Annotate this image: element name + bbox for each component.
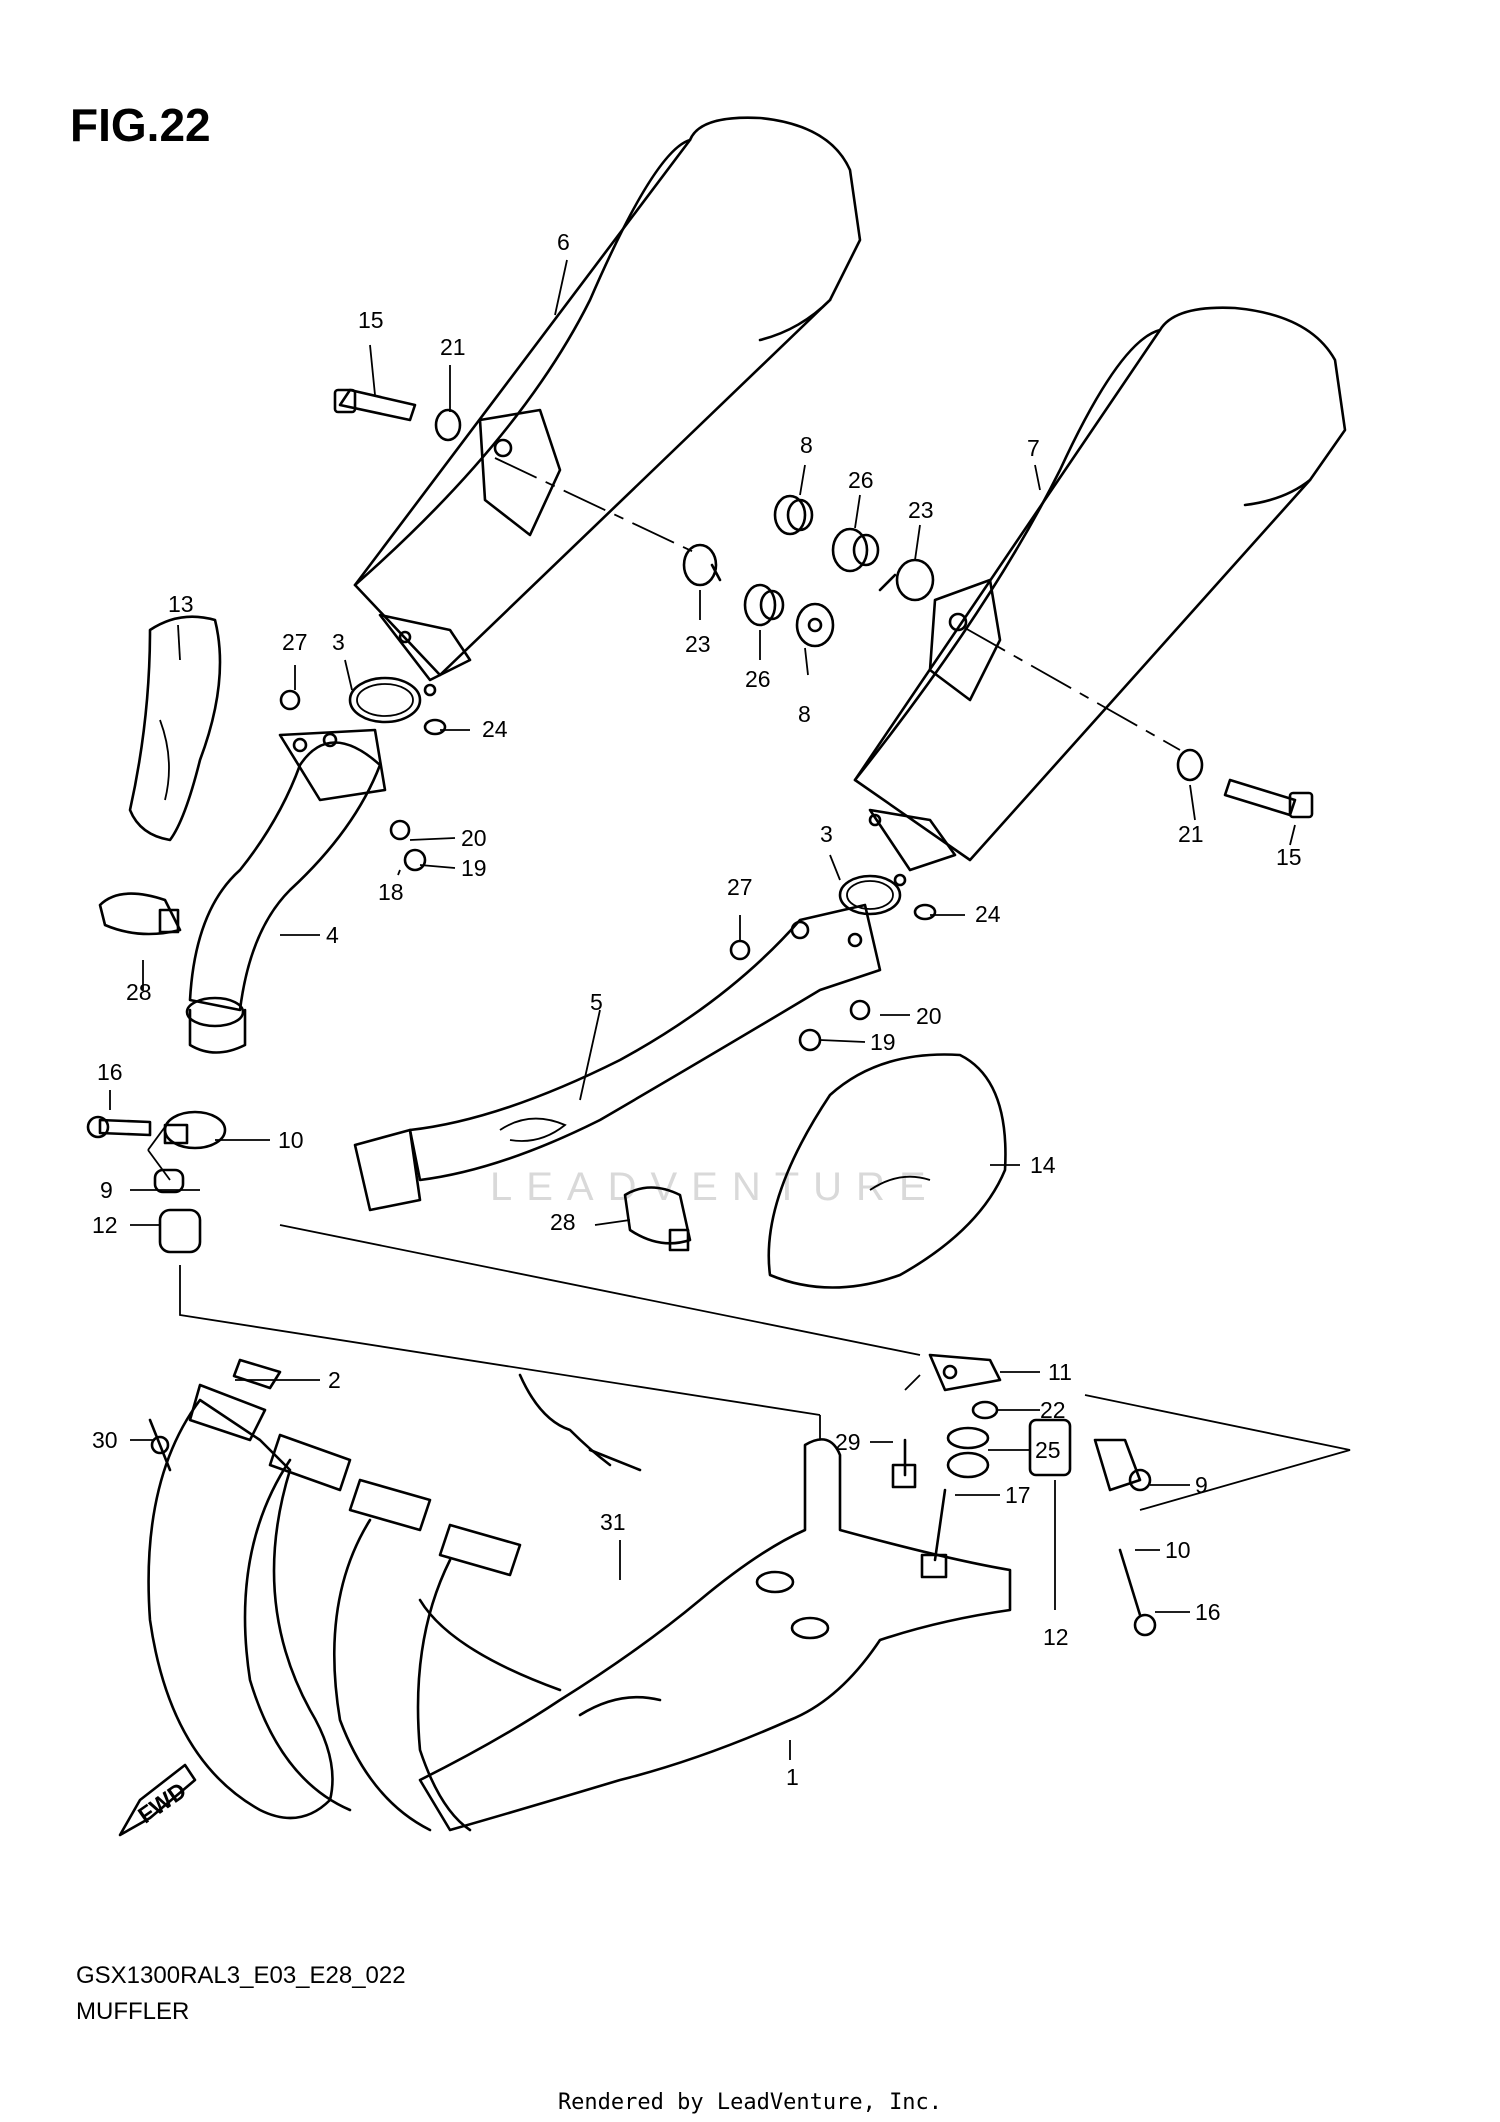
callout-3b: 3: [820, 821, 833, 847]
callout-9a: 9: [100, 1177, 113, 1203]
clamps-and-bushings: [86, 892, 1157, 1637]
muffler-left: [353, 116, 862, 697]
callout-8a: 8: [800, 432, 813, 458]
reference-lines: [147, 457, 1351, 1511]
callout-19b: 19: [870, 1029, 896, 1055]
heat-shields: [128, 615, 1007, 1289]
callout-11: 11: [1048, 1359, 1072, 1385]
fwd-arrow-text: FWD: [133, 1777, 191, 1828]
callout-10b: 10: [1165, 1537, 1191, 1563]
diagram-code: GSX1300RAL3_E03_E28_022: [76, 1962, 406, 1989]
callout-24b: 24: [975, 901, 1001, 927]
callout-7: 7: [1027, 435, 1040, 461]
callout-25: 25: [1035, 1437, 1061, 1463]
callout-30: 30: [92, 1427, 118, 1453]
callout-17: 17: [1005, 1482, 1031, 1508]
rendered-by-footer: Rendered by LeadVenture, Inc.: [557, 2090, 943, 2115]
exhaust-header-assembly: [147, 1358, 1012, 1832]
callout-27b: 27: [727, 874, 753, 900]
gaskets: [348, 676, 937, 921]
callout-15b: 15: [1276, 844, 1302, 870]
callout-2: 2: [328, 1367, 341, 1393]
callout-23a: 23: [908, 497, 934, 523]
callout-15a: 15: [358, 307, 384, 333]
callout-9b: 9: [1195, 1472, 1208, 1498]
callout-6: 6: [557, 229, 570, 255]
callout-23b: 23: [685, 631, 711, 657]
mount-hardware: [682, 494, 935, 648]
callout-28b: 28: [550, 1209, 576, 1235]
fwd-arrow-icon: FWD: [118, 1763, 197, 1837]
diagram-name: MUFFLER: [76, 1998, 190, 2025]
callout-31: 31: [600, 1509, 626, 1535]
callout-10a: 10: [278, 1127, 304, 1153]
callout-29: 29: [835, 1429, 861, 1455]
callout-16b: 16: [1195, 1599, 1221, 1625]
callout-1: 1: [786, 1764, 799, 1790]
callout-26b: 26: [745, 666, 771, 692]
callout-5: 5: [590, 989, 603, 1015]
callout-12a: 12: [92, 1212, 118, 1238]
callout-13: 13: [168, 591, 194, 617]
connector-pipe-left: [185, 728, 387, 1054]
watermark-text: LEADVENTURE: [490, 1165, 940, 1209]
callout-19a: 19: [461, 855, 487, 881]
callout-28a: 28: [126, 979, 152, 1005]
figure-title: FIG.22: [70, 99, 211, 151]
leader-lines: [109, 259, 1296, 1760]
callout-16a: 16: [97, 1059, 123, 1085]
muffler-right: [853, 306, 1347, 887]
callout-12b: 12: [1043, 1624, 1069, 1650]
callout-22: 22: [1040, 1397, 1066, 1423]
callout-26a: 26: [848, 467, 874, 493]
callout-14: 14: [1030, 1152, 1056, 1178]
callout-21b: 21: [1178, 821, 1204, 847]
bracket-hardware: [279, 689, 1002, 1579]
callout-4: 4: [326, 922, 339, 948]
callout-8b: 8: [798, 701, 811, 727]
callout-labels: 6 7 15 21 13 8 26 23 23 26 8 27 3 24 3 2…: [92, 229, 1302, 1790]
callout-3a: 3: [332, 629, 345, 655]
callout-18: 18: [378, 879, 404, 905]
callout-24a: 24: [482, 716, 508, 742]
callout-27a: 27: [282, 629, 308, 655]
connector-pipe-right: [353, 903, 882, 1212]
bolts-and-washers: [333, 388, 1314, 819]
callout-20b: 20: [916, 1003, 942, 1029]
callout-20a: 20: [461, 825, 487, 851]
callout-21a: 21: [440, 334, 466, 360]
